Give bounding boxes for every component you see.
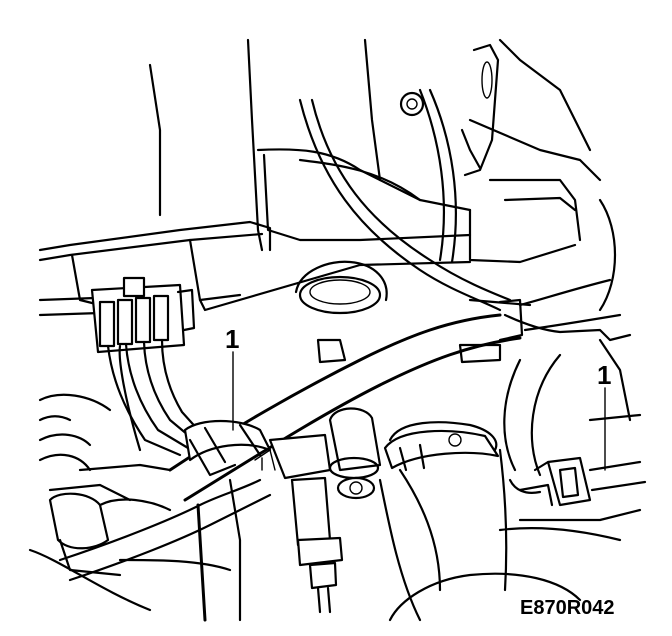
small-bracket xyxy=(316,338,502,364)
mounting-bracket xyxy=(460,43,500,177)
bolt-top xyxy=(399,91,425,117)
callout-1-left: 1 xyxy=(225,324,239,354)
hose-clamp xyxy=(383,421,500,472)
wiring-bundle xyxy=(106,338,202,457)
upper-hose xyxy=(298,88,512,312)
coolant-hose xyxy=(398,353,562,592)
lower-housing xyxy=(28,393,232,612)
figure-code: E870R042 xyxy=(520,597,615,619)
lower-structure xyxy=(228,338,642,622)
side-connector xyxy=(508,456,647,507)
engine-block-outline xyxy=(148,38,617,312)
harness-clip xyxy=(183,419,276,477)
sensor-switch xyxy=(268,407,382,614)
multi-pin-connector xyxy=(90,276,196,354)
cover-rail xyxy=(38,220,472,317)
callout-1-right: 1 xyxy=(597,360,611,390)
lower-rail xyxy=(58,478,272,622)
callout-leaders xyxy=(232,351,606,471)
pulley-boss xyxy=(294,260,388,315)
